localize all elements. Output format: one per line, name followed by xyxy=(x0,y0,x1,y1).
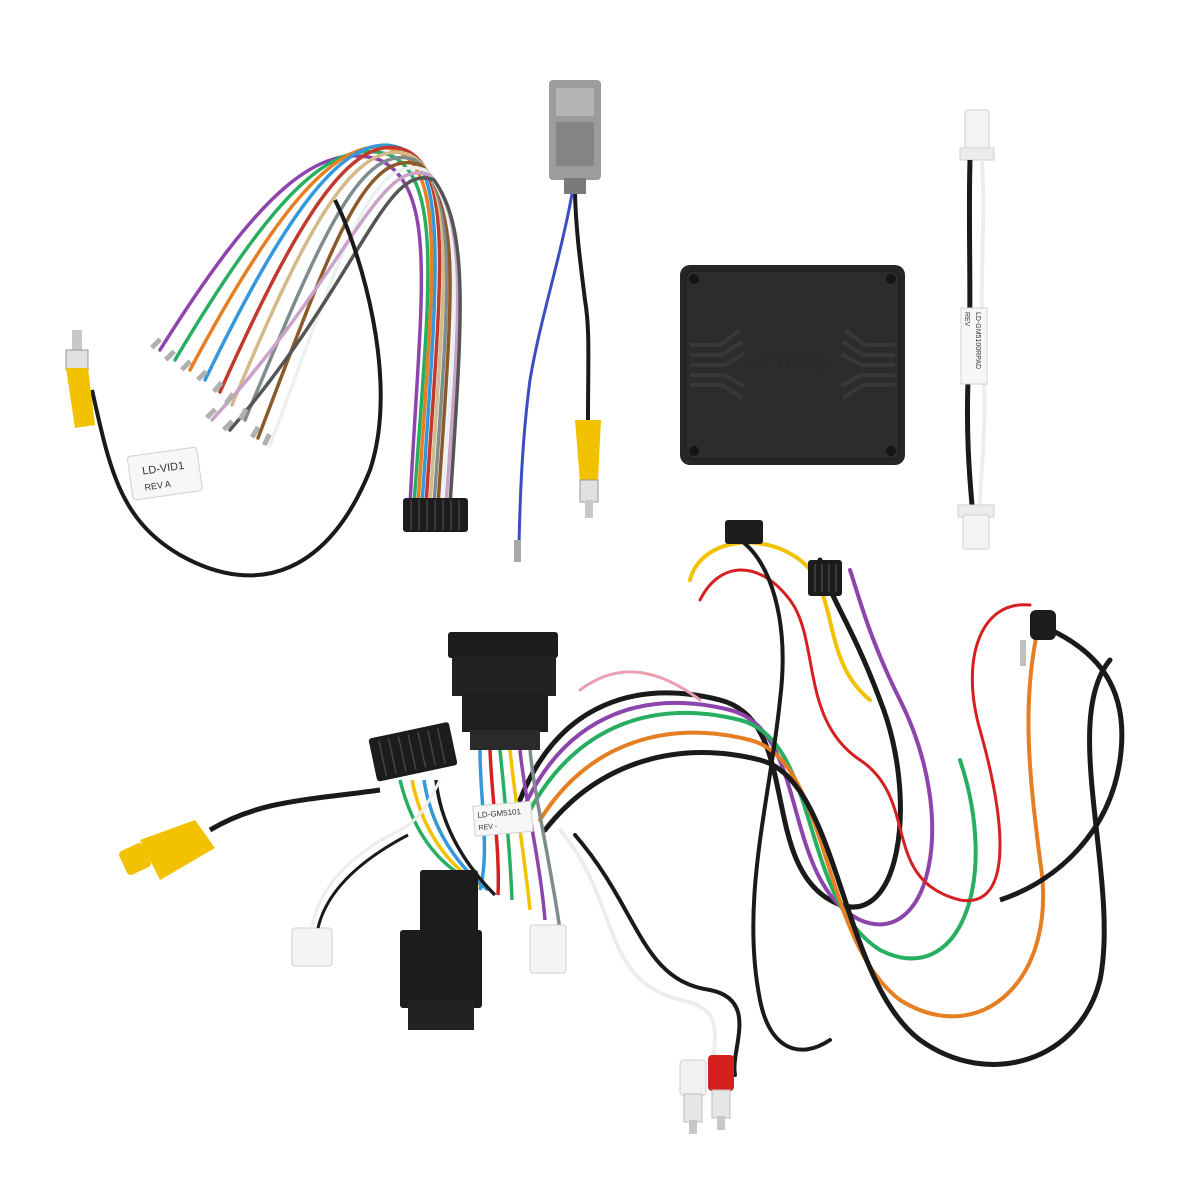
black-vehicle-connector-lower xyxy=(400,870,482,1030)
rca-plug-red xyxy=(708,1055,734,1130)
rca-jack-yellow-left xyxy=(119,787,381,880)
ld-vid1-tag-line1: LD-VID1 xyxy=(142,460,185,478)
3.5mm-audio-jack xyxy=(999,610,1125,903)
ld-gm5100rpad-tag: LD-GM5100RPAD REV xyxy=(960,307,988,385)
ld-vid1-harness: LD-VID1 REV A xyxy=(65,143,468,578)
rca-plug-yellow-center xyxy=(575,420,601,518)
rca-plug-white xyxy=(679,1059,707,1134)
white-connector-bottom xyxy=(962,514,990,550)
gray-connector-lead xyxy=(514,80,601,562)
ld-gm5101-main-harness: LD-GM5101 REV - xyxy=(119,520,1125,1134)
black-vehicle-connector-top xyxy=(448,632,558,750)
ld-vid1-tag: LD-VID1 REV A xyxy=(126,446,203,501)
ld-gm5101-tag-line2: REV - xyxy=(478,823,498,832)
small-black-connector-a xyxy=(725,520,763,544)
rca-plug-yellow xyxy=(65,330,95,428)
small-black-connector-b xyxy=(808,560,842,596)
ld-gm5100rpad-tag-line2: REV xyxy=(963,312,970,327)
axxess-interface-module: AXXESS xyxy=(680,265,905,465)
ld-gm5101-tag-line1: LD-GM5101 xyxy=(477,807,522,820)
ld-gm5100rpad-tag-line1: LD-GM5100RPAD xyxy=(974,312,981,369)
black-connector-left xyxy=(368,722,458,782)
white-connector-mid xyxy=(529,924,567,974)
axxess-logo-text: AXXESS xyxy=(741,353,829,375)
white-connector-top xyxy=(964,109,990,149)
ld-vid1-tag-line2: REV A xyxy=(144,479,172,493)
ld-gm5101-tag: LD-GM5101 REV - xyxy=(472,800,534,837)
white-connector-left xyxy=(291,927,333,967)
ld-gm5100rpad-harness: LD-GM5100RPAD REV xyxy=(957,109,995,550)
